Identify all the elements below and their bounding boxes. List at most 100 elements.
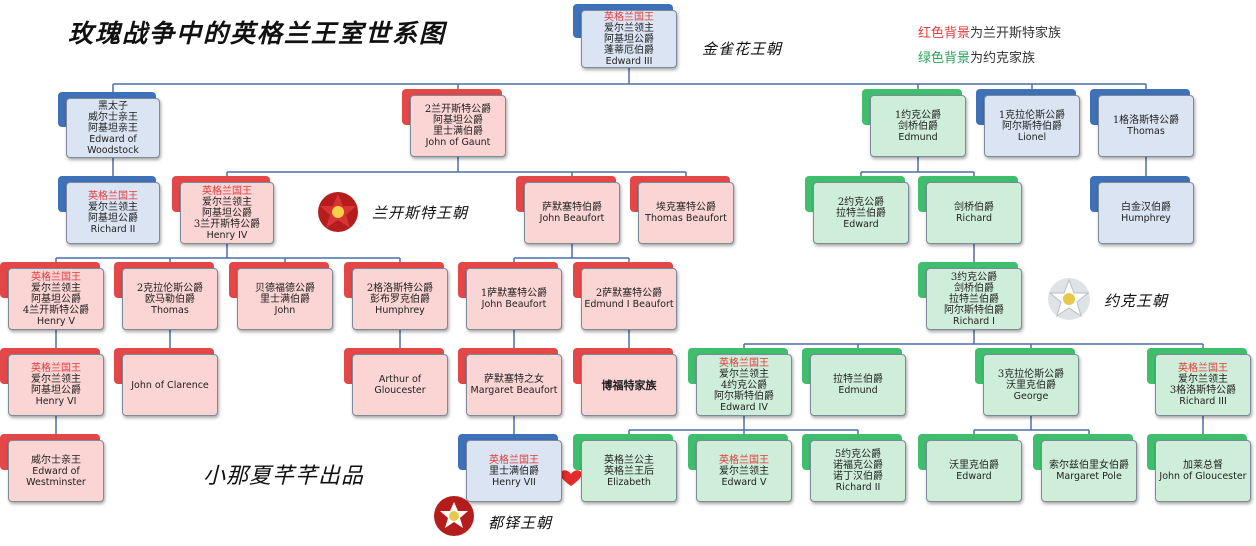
node-title-line: 索尔兹伯里女伯爵: [1049, 460, 1129, 471]
node-title-line: 爱尔兰领主: [604, 22, 654, 34]
node-name: John Beaufort: [481, 299, 547, 310]
node-title-line: 4兰开斯特公爵: [22, 304, 90, 316]
node-title-line: 阿基坦公爵: [31, 293, 81, 305]
node-title-line: 剑桥伯爵: [954, 282, 994, 294]
node-title-line: 阿尔斯特伯爵: [1002, 120, 1062, 132]
node-title-line: 里士满伯爵: [433, 126, 483, 137]
node-title-line: 爱尔兰领主: [88, 202, 138, 213]
heart-icon: [560, 470, 582, 486]
node-name: Henry VII: [492, 476, 536, 488]
node-title-line: 威尔士亲王: [88, 111, 138, 123]
node-name: Edward: [956, 471, 992, 482]
label-plantagenet: 金雀花王朝: [702, 40, 783, 58]
node-title-line: 阿基坦公爵: [88, 213, 138, 224]
node-title-line: 萨默塞特之女: [484, 374, 544, 385]
node-title-line: 3约克公爵: [950, 271, 998, 283]
node-title-line: 蓬蒂厄伯爵: [604, 44, 654, 56]
node-name: Edmund I Beaufort: [584, 299, 674, 310]
node-title-line: 沃里克伯爵: [1006, 379, 1056, 391]
node-title-line: 3兰开斯特公爵: [193, 218, 261, 230]
node-name: Margaret Pole: [1056, 471, 1122, 482]
node-title-line: 爱尔兰领主: [1178, 374, 1228, 385]
node-title-line: 2约克公爵: [837, 196, 885, 208]
node-card: Arthur of Gloucester: [352, 354, 448, 416]
node-name: John: [274, 304, 296, 316]
node-title-line: 英格兰国王: [31, 271, 81, 283]
node-title-line: 加莱总督: [1183, 460, 1223, 471]
node-name: Henry IV: [206, 229, 248, 241]
node-title-line: 诺福克公爵: [833, 460, 883, 471]
node-title-line: 阿基坦亲王: [88, 122, 138, 134]
node-title-line: 诺丁汉伯爵: [833, 471, 883, 482]
node-title-line: 英格兰国王: [202, 185, 252, 197]
node-title-line: 拉特兰伯爵: [833, 374, 883, 385]
node-title-line: 爱尔兰领主: [31, 374, 81, 385]
node-title-line: 1约克公爵: [894, 109, 942, 121]
label-lancaster: 兰开斯特王朝: [372, 204, 469, 222]
node-title-line: 白金汉伯爵: [1121, 202, 1171, 213]
node-name: Thomas: [151, 304, 189, 316]
node-title-line: 1萨默塞特公爵: [480, 288, 548, 299]
node-name: John of Gaunt: [425, 137, 491, 148]
node-title-line: 萨默塞特伯爵: [542, 202, 602, 213]
red-rose-icon: [318, 192, 358, 232]
node-title-line: 5约克公爵: [834, 449, 882, 460]
node-name: Lionel: [1017, 131, 1047, 143]
node-title-line: 爱尔兰领主: [31, 282, 81, 294]
white-rose-icon: [1048, 278, 1090, 320]
node-title-line: 欧马勒伯爵: [145, 293, 195, 305]
node-title-line: 埃克塞特公爵: [656, 202, 716, 213]
node-name: Richard: [955, 213, 993, 224]
node-title-line: 英格兰国王: [604, 11, 654, 23]
node-name: Humphrey: [1121, 213, 1171, 224]
label-york: 约克王朝: [1104, 292, 1169, 310]
node-name: Edward of Woodstock: [87, 133, 139, 156]
node-card: John of Clarence: [122, 354, 218, 416]
node-name: John Beaufort: [539, 213, 605, 224]
node-name: Edmund: [898, 131, 938, 143]
node-title-line: 1格洛斯特公爵: [1112, 115, 1180, 126]
node-name: Richard II: [835, 482, 881, 493]
node-name: Richard III: [1179, 396, 1227, 407]
node-title-line: 阿基坦公爵: [433, 115, 483, 126]
node-name: Edward V: [721, 476, 767, 488]
node-title-line: 2克拉伦斯公爵: [136, 282, 204, 294]
node-title-line: 阿基坦公爵: [202, 207, 252, 219]
node-name: Edward IV: [720, 401, 768, 413]
node-name: Margaret Beaufort: [470, 385, 558, 396]
node-name: Henry VI: [35, 396, 77, 407]
node-title-line: 英格兰国王: [489, 454, 539, 466]
